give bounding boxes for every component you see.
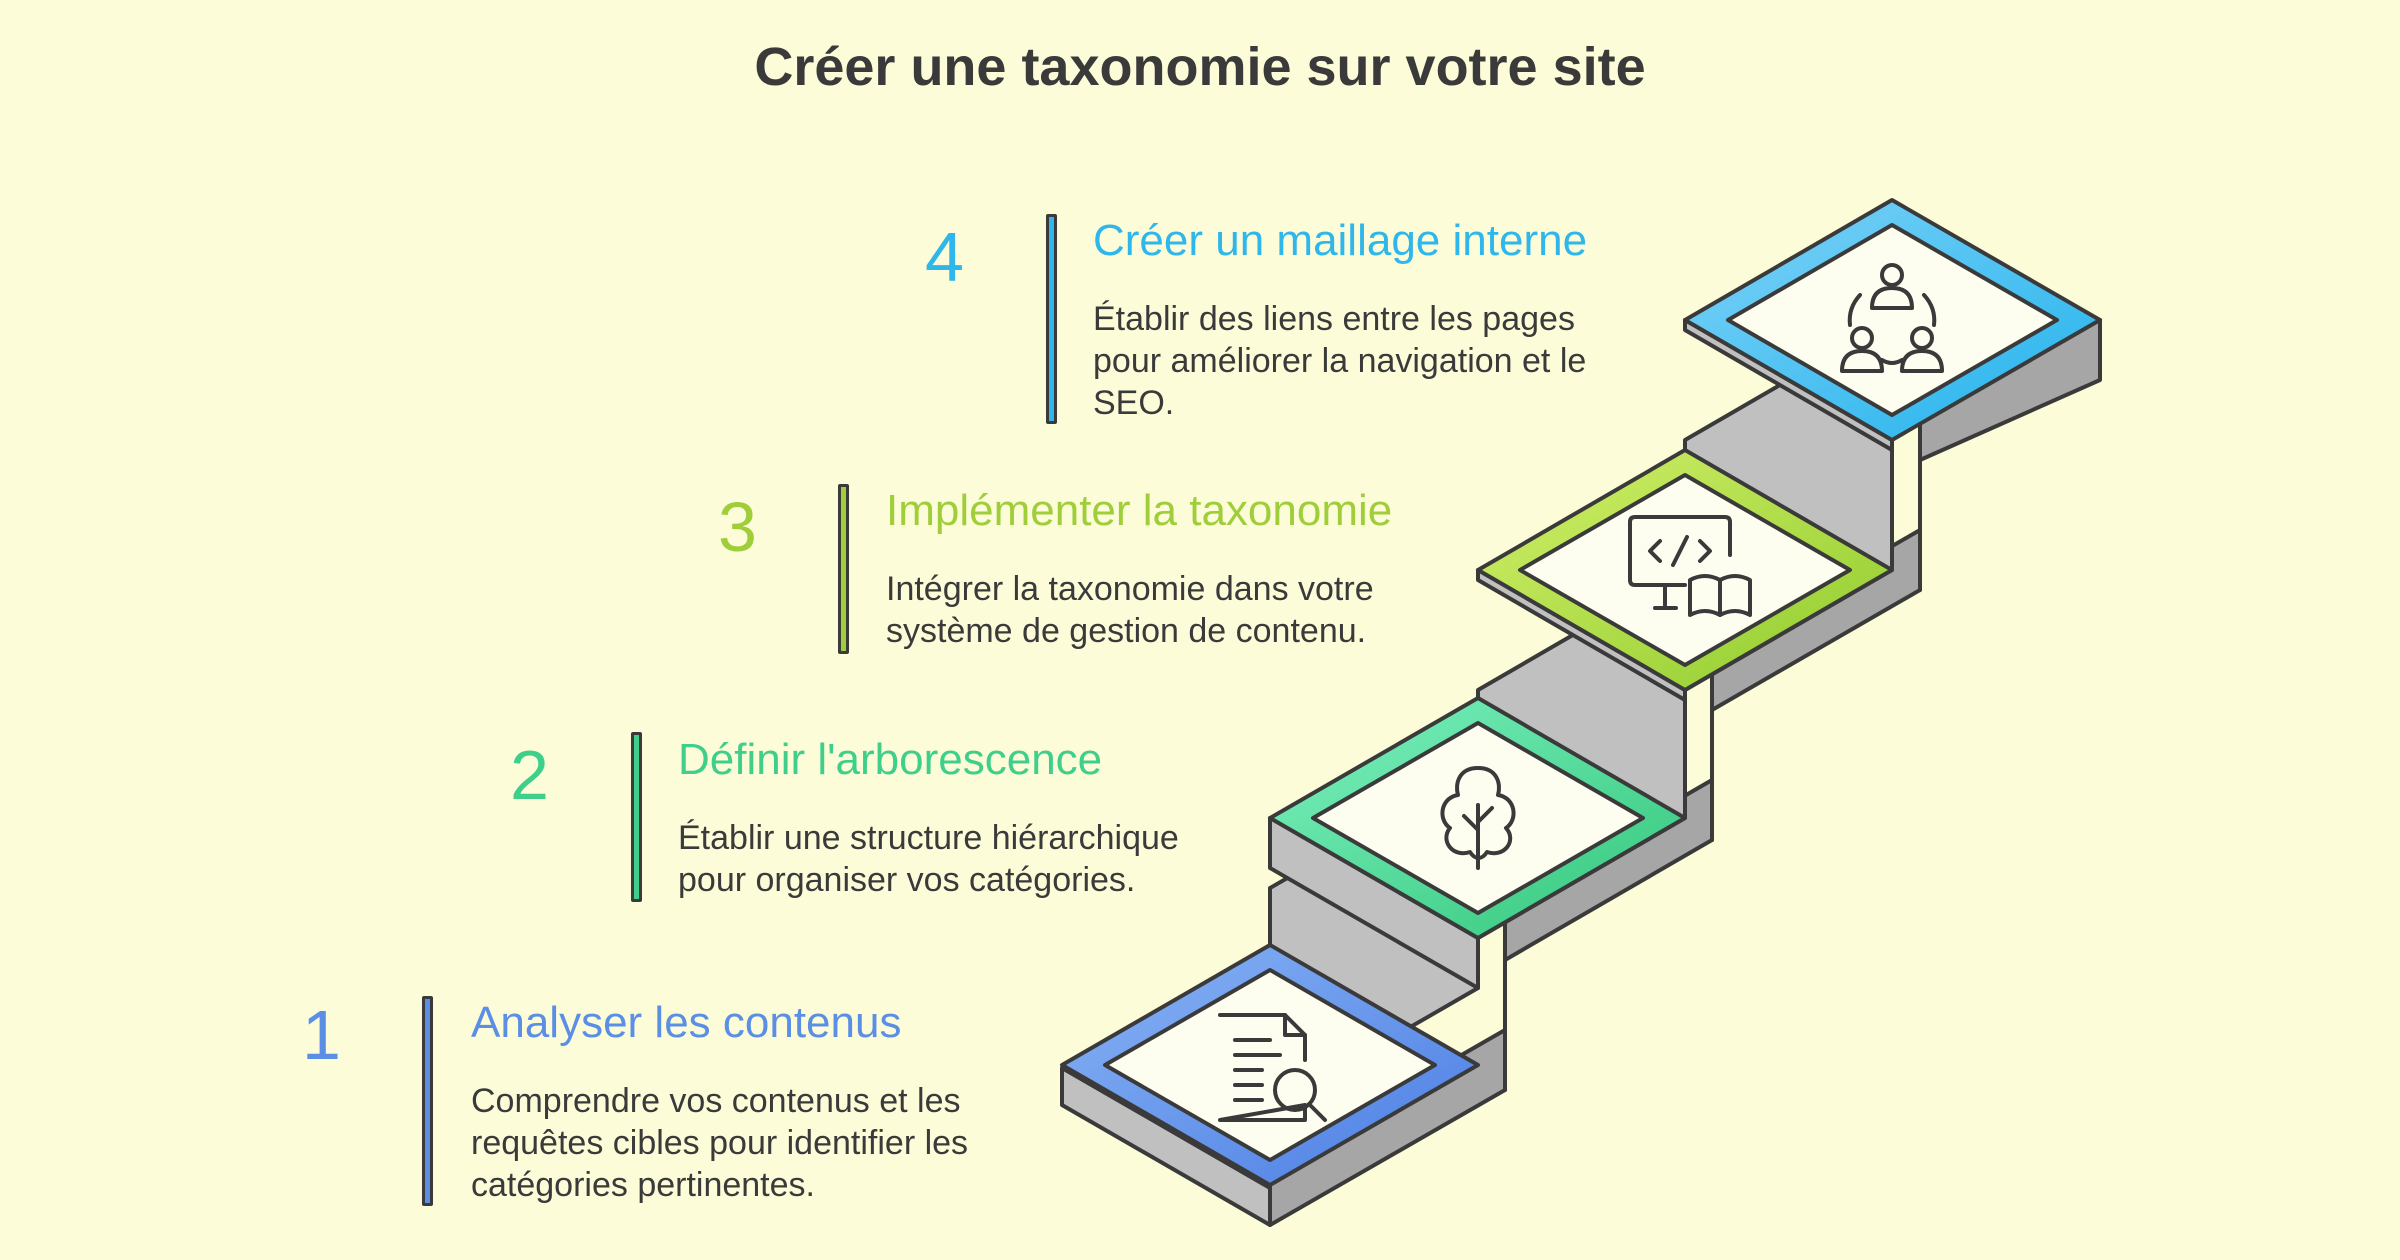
step-3-bar [838, 484, 849, 654]
step-2-number: 2 [510, 736, 549, 814]
code-monitor-book-icon [1628, 515, 1752, 617]
platform-3 [1476, 448, 1894, 692]
step-4-title: Créer un maillage interne [1093, 216, 1588, 265]
step-1-bar [422, 996, 433, 1206]
step-1-description: Comprendre vos contenus et les requêtes … [471, 1082, 969, 1204]
step-1-number: 1 [302, 996, 341, 1074]
step-2-title: Définir l'arborescence [678, 735, 1103, 784]
step-1-front [1060, 1066, 1272, 1227]
tree-icon [1440, 766, 1516, 870]
step-2-bar [631, 732, 642, 902]
step-3-number: 3 [718, 488, 757, 566]
platform-4 [1683, 198, 2102, 442]
platform-1 [1060, 943, 1480, 1187]
step-4-description: Établir des liens entre les pages pour a… [1093, 300, 1587, 422]
connected-users-icon [1840, 263, 1944, 373]
document-search-icon [1218, 1013, 1327, 1122]
step-3-title: Implémenter la taxonomie [886, 486, 1393, 535]
step-2-description: Établir une structure hiérarchique pour … [678, 819, 1179, 899]
page-title: Créer une taxonomie sur votre site [754, 37, 1646, 97]
step-1-title: Analyser les contenus [471, 998, 902, 1047]
step-3-description: Intégrer la taxonomie dans votre système… [886, 570, 1374, 650]
step-4-number: 4 [925, 218, 964, 296]
step-4-bar [1046, 214, 1057, 424]
